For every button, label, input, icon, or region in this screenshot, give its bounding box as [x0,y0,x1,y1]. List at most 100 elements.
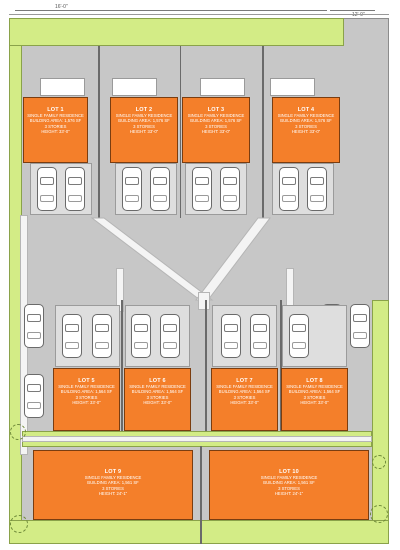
lot-2-stories: 3 STORIES [133,123,155,129]
patio-lot1 [40,78,85,96]
lot-8-area: BUILDING AREA: 1,564 SF [288,389,341,395]
top-dimension-line [15,10,327,11]
tree-icon [372,455,386,469]
lot-7-height: HEIGHT: 33'-0" [230,400,259,406]
landscape-strip-top [9,18,344,46]
lot-4-stories: 3 STORIES [295,123,317,129]
divider-lot1-lot2 [98,46,100,218]
lot-7-stories: 3 STORIES [233,394,256,400]
car-lot2-b [150,167,170,211]
patio-lot4 [270,78,315,96]
divider-lot5-lot6 [121,300,123,440]
lot-5-height: HEIGHT: 33'-0" [72,400,101,406]
car-left-column-a [24,304,44,348]
lot-3-title: LOT 3 [207,107,225,113]
lot-2-title: LOT 2 [135,107,153,113]
lot-8[interactable]: LOT 8 SINGLE FAMILY RESIDENCE BUILDING A… [281,368,348,431]
car-lot5-b [92,314,112,358]
lot-3-area: BUILDING AREA: 1,576 SF [190,118,242,124]
divider-lot2-lot3 [180,46,181,218]
lot-9[interactable]: LOT 9 SINGLE FAMILY RESIDENCE BUILDING A… [33,450,193,520]
lot-3-type: SINGLE FAMILY RESIDENCE [187,113,245,118]
dimension-label-top-left: 16'-0" [55,4,68,10]
lot-6-stories: 3 STORIES [146,394,169,400]
lot-10-stories: 3 STORIES [278,485,300,491]
lot-8-type: SINGLE FAMILY RESIDENCE [286,384,343,389]
car-left-column-b [24,374,44,418]
lot-3-height: HEIGHT: 33'-0" [201,129,231,135]
lot-10[interactable]: LOT 10 SINGLE FAMILY RESIDENCE BUILDING … [209,450,369,520]
divider-lot9-lot10 [200,446,202,544]
car-lot7-b [250,314,270,358]
lot-7[interactable]: LOT 7 SINGLE FAMILY RESIDENCE BUILDING A… [211,368,278,431]
car-lot6-a [131,314,151,358]
lot-6-title: LOT 6 [149,378,166,384]
lot-3[interactable]: LOT 3 SINGLE FAMILY RESIDENCE BUILDING A… [182,97,250,163]
lot-5-stories: 3 STORIES [75,394,98,400]
lot-4[interactable]: LOT 4 SINGLE FAMILY RESIDENCE BUILDING A… [272,97,340,163]
car-lot4-b [307,167,327,211]
divider-lot6-lot7 [205,300,207,440]
walkway-center-stem [198,292,210,310]
lot-9-height: HEIGHT: 24'-1" [98,491,128,497]
lot-2-area: BUILDING AREA: 1,576 SF [118,118,170,124]
lot-8-stories: 3 STORIES [303,394,326,400]
car-lot2-a [122,167,142,211]
lot-4-type: SINGLE FAMILY RESIDENCE [277,113,335,118]
lot-2-type: SINGLE FAMILY RESIDENCE [115,113,173,118]
lot-5-type: SINGLE FAMILY RESIDENCE [58,384,115,389]
lot-9-title: LOT 9 [104,469,122,475]
top-dimension-line-right [330,10,375,11]
lot-2-height: HEIGHT: 33'-0" [129,129,159,135]
lot-1[interactable]: LOT 1 SINGLE FAMILY RESIDENCE BUILDING A… [23,97,88,163]
lot-1-stories: 3 STORIES [44,123,67,129]
car-lot1-a [37,167,57,211]
car-lot7-a [221,314,241,358]
lot-6[interactable]: LOT 6 SINGLE FAMILY RESIDENCE BUILDING A… [124,368,191,431]
lot-2[interactable]: LOT 2 SINGLE FAMILY RESIDENCE BUILDING A… [110,97,178,163]
lot-7-type: SINGLE FAMILY RESIDENCE [216,384,273,389]
lot-9-stories: 3 STORIES [102,485,124,491]
lot-7-title: LOT 7 [236,378,253,384]
lot-5-title: LOT 5 [78,378,95,384]
car-lot4-a [279,167,299,211]
walkway-mid-left [116,268,124,312]
patio-lot2 [112,78,157,96]
lot-1-type: SINGLE FAMILY RESIDENCE [27,113,84,118]
lot-1-title: LOT 1 [47,107,64,113]
car-right-column-b [350,304,370,348]
lot-8-title: LOT 8 [306,378,323,384]
lot-1-area: BUILDING AREA: 1,576 SF [29,118,82,124]
lot-8-height: HEIGHT: 33'-0" [300,400,329,406]
car-lot6-b [160,314,180,358]
lot-6-area: BUILDING AREA: 1,564 SF [131,389,184,395]
lot-10-type: SINGLE FAMILY RESIDENCE [260,475,318,480]
patio-lot3 [200,78,245,96]
walkway-right-diagonal [194,217,272,301]
lot-9-type: SINGLE FAMILY RESIDENCE [84,475,142,480]
lot-3-stories: 3 STORIES [205,123,227,129]
lot-4-height: HEIGHT: 33'-0" [291,129,321,135]
lot-6-height: HEIGHT: 33'-0" [143,400,172,406]
lot-10-title: LOT 10 [279,469,299,475]
car-lot8-a [289,314,309,358]
walkway-bottom-horizontal [22,436,372,442]
car-lot1-b [65,167,85,211]
tree-icon [370,505,388,523]
lot-7-area: BUILDING AREA: 1,564 SF [218,389,271,395]
lot-1-height: HEIGHT: 33'-0" [41,129,70,135]
lot-5-area: BUILDING AREA: 1,564 SF [60,389,113,395]
car-lot3-b [220,167,240,211]
lot-5[interactable]: LOT 5 SINGLE FAMILY RESIDENCE BUILDING A… [53,368,120,431]
tree-icon [10,424,26,440]
lot-6-type: SINGLE FAMILY RESIDENCE [129,384,186,389]
car-lot5-a [62,314,82,358]
lot-4-area: BUILDING AREA: 1,576 SF [280,118,332,124]
property-line-top [9,14,389,15]
lot-4-title: LOT 4 [297,107,315,113]
dimension-label-top-right: 12'-0" [352,12,365,18]
lot-9-area: BUILDING AREA: 1,561 SF [87,480,139,486]
lot-10-height: HEIGHT: 24'-1" [274,491,304,497]
